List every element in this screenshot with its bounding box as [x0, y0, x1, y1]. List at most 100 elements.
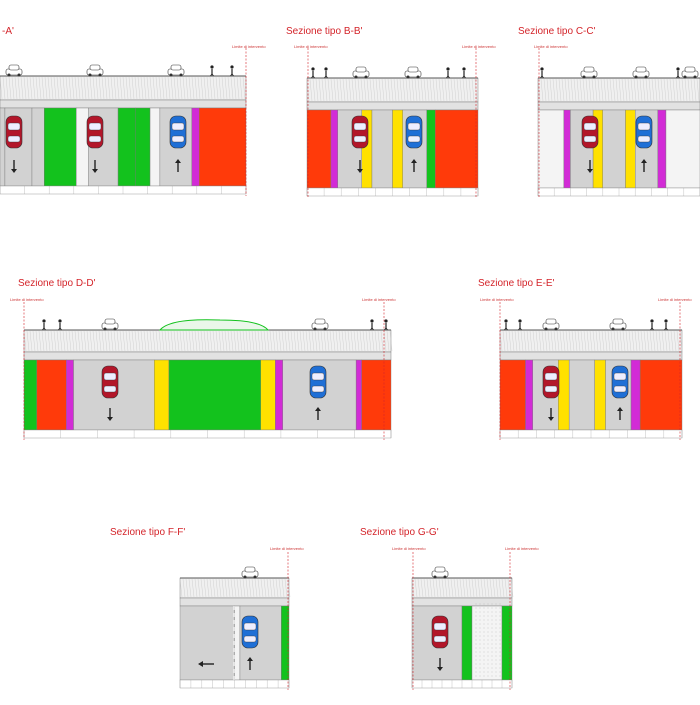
- section-g-texture: [491, 631, 493, 633]
- section-e-hatch: [571, 330, 575, 352]
- limit-label-b-left: Limite di intervento: [294, 44, 328, 49]
- section-c-lane-4: [602, 109, 626, 189]
- section-g-hatch: [465, 578, 469, 598]
- section-c-hatch: [642, 78, 646, 102]
- section-g-texture: [491, 623, 493, 625]
- section-a-lane-4: [76, 107, 89, 187]
- section-d-hatch: [254, 330, 258, 352]
- section-g-texture: [479, 635, 481, 637]
- section-g-texture: [499, 623, 501, 625]
- section-c-hatch: [678, 78, 682, 102]
- section-c-hatch: [567, 78, 571, 102]
- section-g-texture: [479, 671, 481, 673]
- section-f-hatch: [257, 578, 261, 598]
- section-c-hatch: [546, 78, 550, 102]
- section-d-hatch: [191, 330, 195, 352]
- section-d-hatch: [293, 330, 297, 352]
- limit-label-g-right: Limite di intervento: [505, 546, 539, 551]
- section-g-texture: [475, 603, 477, 605]
- section-e-hatch: [649, 330, 653, 352]
- section-d-hatch: [71, 330, 75, 352]
- section-f-hatch: [281, 578, 285, 598]
- section-a-hatch: [65, 76, 69, 100]
- section-e-hatch: [589, 330, 593, 352]
- section-c-hatch: [555, 78, 559, 102]
- section-e-profile-car-1: [609, 318, 627, 331]
- section-b-lane-4: [371, 109, 393, 189]
- section-f-hatch: [242, 578, 246, 598]
- section-b-hatch: [411, 78, 415, 102]
- section-d-hatch: [386, 330, 390, 352]
- section-a-hatch: [62, 76, 66, 100]
- section-a-profile-car-2: [167, 64, 185, 77]
- section-a-hatch: [107, 76, 111, 100]
- section-a-lane-6: [117, 107, 136, 187]
- section-g-texture: [475, 611, 477, 613]
- section-g-texture: [483, 635, 485, 637]
- section-b-hatch: [333, 78, 337, 102]
- section-b-hatch: [360, 78, 364, 102]
- section-d-car-1: [309, 365, 327, 399]
- section-g-texture: [499, 627, 501, 629]
- section-c-hatch: [579, 78, 583, 102]
- section-g-texture: [499, 603, 501, 605]
- section-c-hatch: [630, 78, 634, 102]
- section-g-texture: [475, 623, 477, 625]
- section-a-hatch: [110, 76, 114, 100]
- section-d-hatch: [176, 330, 180, 352]
- section-d-hatch: [221, 330, 225, 352]
- section-g-texture: [491, 627, 493, 629]
- section-g-hatch: [510, 578, 514, 598]
- section-g-texture: [487, 611, 489, 613]
- section-d-hatch: [59, 330, 63, 352]
- section-f-hatch: [245, 578, 249, 598]
- section-g-texture: [491, 643, 493, 645]
- section-d-hatch: [44, 330, 48, 352]
- section-a-hatch: [167, 76, 171, 100]
- section-f-hatch: [254, 578, 258, 598]
- section-g-texture: [495, 623, 497, 625]
- section-a-hatch: [23, 76, 27, 100]
- section-title-f: Sezione tipo F-F': [110, 527, 186, 538]
- section-d-hatch: [98, 330, 102, 352]
- section-c-hatch: [570, 78, 574, 102]
- section-c-hatch: [633, 78, 637, 102]
- section-a-lane-3: [44, 107, 77, 187]
- section-b-hatch: [318, 78, 322, 102]
- section-g-texture: [487, 667, 489, 669]
- section-g-texture: [495, 643, 497, 645]
- section-g-hatch: [492, 578, 496, 598]
- section-g-texture: [499, 643, 501, 645]
- section-f-lane-1: [234, 605, 241, 681]
- section-a-hatch: [227, 76, 231, 100]
- section-d-hatch: [272, 330, 276, 352]
- section-g-texture: [487, 627, 489, 629]
- section-a-hatch: [164, 76, 168, 100]
- section-a-hatch: [212, 76, 216, 100]
- section-f-hatch: [263, 578, 267, 598]
- section-g-texture: [487, 647, 489, 649]
- section-d-hatch: [134, 330, 138, 352]
- section-e-hatch: [553, 330, 557, 352]
- section-f-hatch: [224, 578, 228, 598]
- section-a-hatch: [56, 76, 60, 100]
- section-g-texture: [487, 675, 489, 677]
- section-f-hatch: [212, 578, 216, 598]
- section-g-texture: [487, 615, 489, 617]
- section-d-hatch: [23, 330, 27, 352]
- section-e-hatch: [634, 330, 638, 352]
- section-b-hatch: [336, 78, 340, 102]
- section-b-hatch: [465, 78, 469, 102]
- section-c-pedestrian-0: [540, 67, 544, 79]
- section-c-lane-5: [625, 109, 636, 189]
- section-e-hatch: [616, 330, 620, 352]
- section-g-texture: [491, 655, 493, 657]
- section-b-hatch: [426, 78, 430, 102]
- section-a-hatch: [80, 76, 84, 100]
- section-e-hatch: [667, 330, 671, 352]
- section-d-hatch: [77, 330, 81, 352]
- section-g-lane-3: [501, 605, 513, 681]
- section-e-lane-7: [630, 359, 641, 431]
- section-d-hatch: [284, 330, 288, 352]
